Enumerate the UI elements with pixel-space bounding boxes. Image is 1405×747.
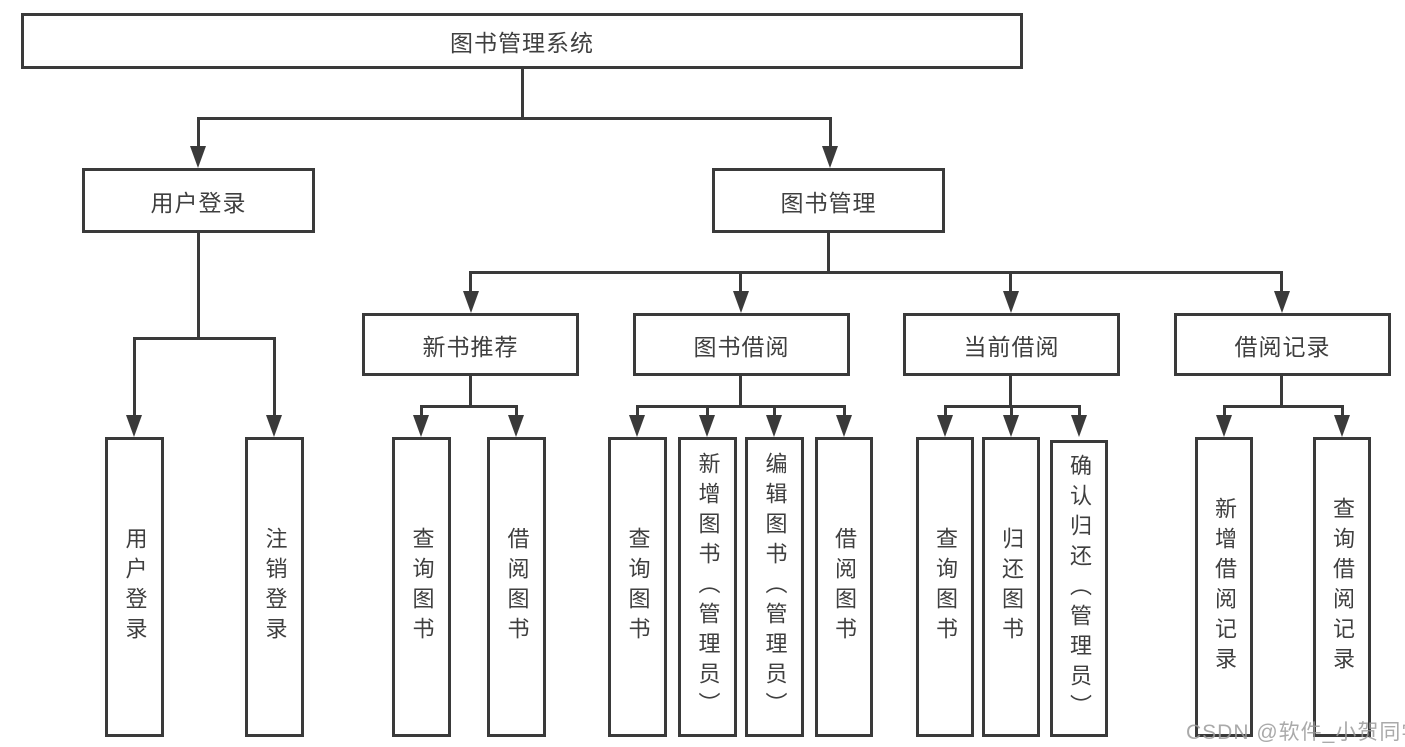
arrow-down-icon	[822, 146, 838, 168]
leaf-return-books: 归还图书	[982, 437, 1040, 737]
arrow-down-icon	[766, 415, 782, 437]
connector-line	[1223, 405, 1226, 419]
arrow-down-icon	[699, 415, 715, 437]
csdn-watermark: CSDN @软件_小贺同学	[1186, 721, 1405, 744]
connector-line	[1223, 405, 1344, 408]
arrow-down-icon	[1071, 415, 1087, 437]
arrow-down-icon	[1274, 291, 1290, 313]
arrow-down-icon	[413, 415, 429, 437]
connector-line	[469, 271, 472, 295]
connector-line	[420, 405, 518, 408]
connector-line	[197, 117, 200, 150]
connector-line	[521, 69, 524, 117]
connector-line	[197, 117, 832, 120]
node-book-borrow: 图书借阅	[633, 313, 850, 376]
leaf-user-login: 用户登录	[105, 437, 164, 737]
arrow-down-icon	[733, 291, 749, 313]
arrow-down-icon	[126, 415, 142, 437]
leaf-query-borrow-record: 查询借阅记录	[1313, 437, 1371, 737]
connector-line	[739, 271, 742, 295]
arrow-down-icon	[1216, 415, 1232, 437]
arrow-down-icon	[1003, 415, 1019, 437]
arrow-down-icon	[190, 146, 206, 168]
connector-line	[944, 405, 947, 419]
arrow-down-icon	[463, 291, 479, 313]
arrow-down-icon	[1334, 415, 1350, 437]
connector-line	[515, 405, 518, 419]
arrow-down-icon	[508, 415, 524, 437]
connector-line	[1078, 405, 1081, 419]
node-current-borrow: 当前借阅	[903, 313, 1120, 376]
leaf-edit-books-admin: 编辑图书（管理员）	[745, 437, 804, 737]
connector-line	[133, 337, 276, 340]
connector-line	[829, 117, 832, 150]
connector-line	[133, 337, 136, 419]
connector-line	[1341, 405, 1344, 419]
connector-line	[706, 405, 709, 419]
node-book-management: 图书管理	[712, 168, 945, 233]
connector-line	[1280, 271, 1283, 295]
arrow-down-icon	[937, 415, 953, 437]
leaf-confirm-return-admin: 确认归还（管理员）	[1050, 440, 1108, 737]
connector-line	[1009, 376, 1012, 405]
connector-line	[1009, 271, 1012, 295]
leaf-query-books-1: 查询图书	[392, 437, 451, 737]
connector-line	[469, 376, 472, 405]
connector-line	[636, 405, 639, 419]
connector-line	[197, 233, 200, 337]
arrow-down-icon	[629, 415, 645, 437]
connector-line	[420, 405, 423, 419]
arrow-down-icon	[836, 415, 852, 437]
connector-line	[1280, 376, 1283, 405]
node-user-login: 用户登录	[82, 168, 315, 233]
connector-line	[843, 405, 846, 419]
connector-line	[469, 271, 1283, 274]
arrow-down-icon	[266, 415, 282, 437]
leaf-add-borrow-record: 新增借阅记录	[1195, 437, 1253, 737]
connector-line	[1010, 405, 1013, 419]
connector-line	[773, 405, 776, 419]
connector-line	[636, 405, 846, 408]
node-root: 图书管理系统	[21, 13, 1023, 69]
leaf-borrow-books-1: 借阅图书	[487, 437, 546, 737]
leaf-logout: 注销登录	[245, 437, 304, 737]
leaf-borrow-books-2: 借阅图书	[815, 437, 873, 737]
connector-line	[739, 376, 742, 405]
leaf-query-books-2: 查询图书	[608, 437, 667, 737]
leaf-query-books-3: 查询图书	[916, 437, 974, 737]
arrow-down-icon	[1003, 291, 1019, 313]
connector-line	[827, 233, 830, 271]
node-new-book-recommend: 新书推荐	[362, 313, 579, 376]
leaf-add-books-admin: 新增图书（管理员）	[678, 437, 737, 737]
node-borrow-records: 借阅记录	[1174, 313, 1391, 376]
connector-line	[273, 337, 276, 419]
